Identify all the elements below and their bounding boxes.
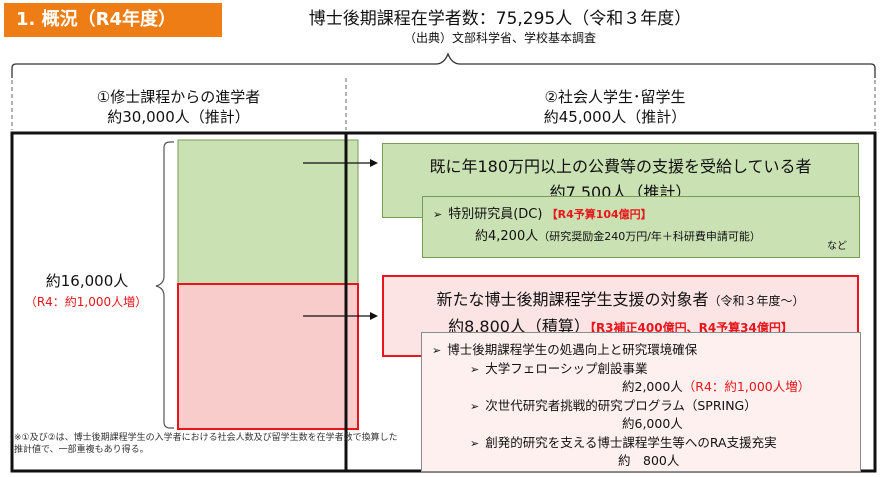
left-increase: （R4：約1,000人増） (24, 295, 148, 309)
green-bar (177, 139, 359, 285)
column-1-title: ①修士課程からの進学者 (96, 88, 261, 106)
item-1-name: 大学フェローシップ創設事業 (485, 361, 648, 376)
dc-title: 特別研究員(DC) (448, 207, 543, 222)
column-2-title: ②社会人学生･留学生 (544, 88, 686, 106)
arrowhead-bullet-icon: ➢ (470, 363, 480, 376)
item-2-count: 約6,000人 (622, 416, 683, 431)
dc-count-row: 約4,200人（研究奨励金240万円/年＋科研費申請可能） (475, 225, 859, 244)
arrowhead-bullet-icon: ➢ (433, 208, 443, 221)
item-1-count-row: 約2,000人（R4：約1,000人増） (622, 376, 810, 395)
target-details-box: ➢ 博士後期課程学生の処遇向上と研究環境確保 ➢ 大学フェローシップ創設事業 約2,… (421, 332, 861, 472)
column-2-estimate: 約45,000人（推計） (543, 108, 687, 126)
headline: 博士後期課程在学者数：75,295人（令和３年度） (308, 9, 692, 29)
column-1-header: ①修士課程からの進学者 約30,000人（推計） (12, 87, 345, 127)
item-2-row: ➢ 次世代研究者挑戦的研究プログラム（SPRING） (470, 395, 757, 414)
details-title-row: ➢ 博士後期課程学生の処遇向上と研究環境確保 (432, 339, 697, 358)
target-budget: 【R3補正400億円、R4予算34億円】 (589, 321, 793, 335)
target-line-2: 約8,800人（積算） (448, 317, 590, 336)
left-total: 約16,000人 (45, 272, 129, 290)
footnote: ※①及び②は、博士後期課程学生の入学者における社会人数及び留学生数を在学者数で換… (14, 432, 414, 456)
target-line-1-row: 新たな博士後期課程学生支援の対象者（令和３年度～） (384, 286, 857, 310)
dc-title-row: ➢ 特別研究員(DC) 【R4予算104億円】 (433, 203, 859, 222)
left-brace (155, 141, 174, 429)
target-line-2-row: 約8,800人（積算）【R3補正400億円、R4予算34億円】 (384, 313, 857, 337)
dc-box: ➢ 特別研究員(DC) 【R4予算104億円】 約4,200人（研究奨励金240万… (422, 196, 860, 258)
arrowhead-bullet-icon: ➢ (432, 344, 442, 357)
item-3-row: ➢ 創発的研究を支える博士課程学生等へのRA支援充実 (470, 432, 777, 451)
section-badge: 1. 概況（R4年度） (4, 3, 222, 37)
item-1-note: （R4：約1,000人増） (682, 379, 811, 394)
details-title: 博士後期課程学生の処遇向上と研究環境確保 (447, 342, 698, 357)
arrowhead-bullet-icon: ➢ (470, 437, 480, 450)
item-3-name: 創発的研究を支える博士課程学生等へのRA支援充実 (485, 435, 777, 450)
source-note: （出典）文部科学省、学校基本調査 (403, 31, 596, 45)
target-line-1-suffix: （令和３年度～） (708, 294, 805, 308)
pink-bar (177, 283, 359, 430)
dc-count: 約4,200人 (475, 229, 539, 244)
top-brace (11, 52, 876, 78)
dc-etc: など (827, 241, 847, 252)
arrowhead-bullet-icon: ➢ (470, 400, 480, 413)
item-3-count: 約 800人 (618, 453, 680, 468)
dc-detail: （研究奨励金240万円/年＋科研費申請可能） (538, 230, 761, 243)
column-2-header: ②社会人学生･留学生 約45,000人（推計） (350, 87, 880, 127)
item-2-name: 次世代研究者挑戦的研究プログラム（SPRING） (485, 398, 757, 413)
footnote-line-1: ※①及び②は、博士後期課程学生の入学者における社会人数及び留学生数を在学者数で換… (14, 433, 398, 443)
target-line-1: 新たな博士後期課程学生支援の対象者 (436, 290, 709, 309)
dc-budget: 【R4予算104億円】 (546, 208, 652, 221)
item-1-count: 約2,000人 (622, 379, 683, 394)
item-1-row: ➢ 大学フェローシップ創設事業 (470, 358, 647, 377)
support-line-1: 既に年180万円以上の公費等の支援を受給している者 (429, 157, 812, 176)
column-1-estimate: 約30,000人（推計） (107, 108, 250, 126)
footnote-line-2: 推計値で、一部重複もあり得る。 (14, 445, 149, 455)
